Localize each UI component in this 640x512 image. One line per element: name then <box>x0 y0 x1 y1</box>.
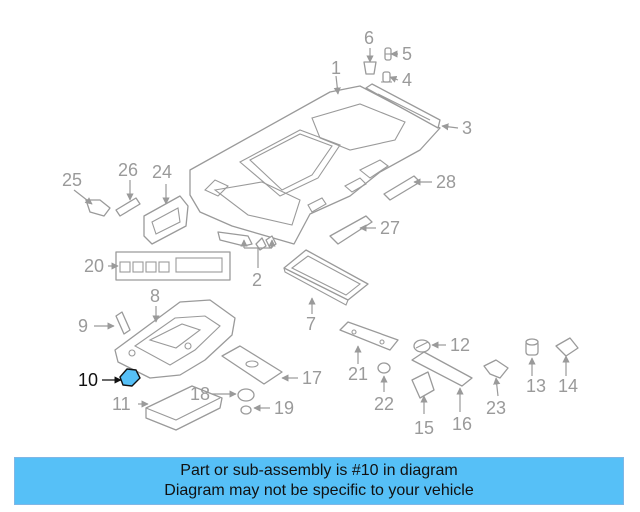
highlighted-part-10 <box>119 368 141 387</box>
banner-line-part-number: Part or sub-assembly is #10 in diagram <box>180 462 458 479</box>
callout-22: 22 <box>374 394 394 414</box>
plug-22-part <box>377 362 391 374</box>
callout-6: 6 <box>364 28 374 48</box>
callout-18: 18 <box>190 384 210 404</box>
mirror-26-part <box>115 197 141 217</box>
holder-14-part <box>555 337 579 357</box>
callout-19: 19 <box>274 398 294 418</box>
callout-3: 3 <box>462 118 472 138</box>
trim-16-part <box>411 351 473 387</box>
clip-5-part <box>384 47 392 61</box>
overhead-console-part <box>114 299 236 379</box>
callout-28: 28 <box>436 172 456 192</box>
lens-part <box>145 385 223 431</box>
leader-lines <box>73 48 570 414</box>
callout-25: 25 <box>62 170 82 190</box>
callout-9: 9 <box>78 316 88 336</box>
banner-line-disclaimer: Diagram may not be specific to your vehi… <box>164 482 474 499</box>
grab-handle-28-part <box>383 175 421 201</box>
callout-17: 17 <box>302 368 322 388</box>
cap-18-part <box>237 388 255 402</box>
callout-8: 8 <box>150 286 160 306</box>
pad-15-part <box>411 371 435 399</box>
callout-2: 2 <box>252 270 262 290</box>
callout-13: 13 <box>526 376 546 396</box>
info-banner: Part or sub-assembly is #10 in diagram D… <box>14 457 624 505</box>
callout-27: 27 <box>380 218 400 238</box>
callout-labels: 1 2 3 4 5 6 7 8 9 10 11 12 13 14 15 16 1… <box>62 28 578 438</box>
socket-13-part <box>525 338 539 356</box>
callout-5: 5 <box>402 44 412 64</box>
plate-21-part <box>339 321 399 351</box>
callout-12: 12 <box>450 335 470 355</box>
callout-1: 1 <box>331 58 341 78</box>
parts-diagram: 1 2 3 4 5 6 7 8 9 10 11 12 13 14 15 16 1… <box>62 28 579 438</box>
callout-7: 7 <box>306 314 316 334</box>
callout-16: 16 <box>452 414 472 434</box>
headliner-part <box>189 85 441 245</box>
grab-handle-27-part <box>329 215 373 245</box>
callout-21: 21 <box>348 364 368 384</box>
clip-6-part <box>363 61 377 75</box>
callout-15: 15 <box>414 418 434 438</box>
callout-4: 4 <box>402 70 412 90</box>
callout-11: 11 <box>112 394 131 414</box>
clip-9-part <box>115 311 131 335</box>
callout-24: 24 <box>152 162 172 182</box>
callout-23: 23 <box>486 398 506 418</box>
panel-20-part <box>115 251 231 281</box>
sunroof-glass-part <box>283 249 369 306</box>
button-19-part <box>240 405 252 415</box>
roof-rail-part <box>365 83 441 129</box>
sheet-17-part <box>221 345 283 385</box>
cover-23-part <box>483 359 509 379</box>
callout-10: 10 <box>78 370 98 390</box>
callout-26: 26 <box>118 160 138 180</box>
sunvisor-24-part <box>143 195 189 245</box>
callout-14: 14 <box>558 376 578 396</box>
bulb-12-part <box>413 339 431 353</box>
callout-20: 20 <box>84 256 104 276</box>
